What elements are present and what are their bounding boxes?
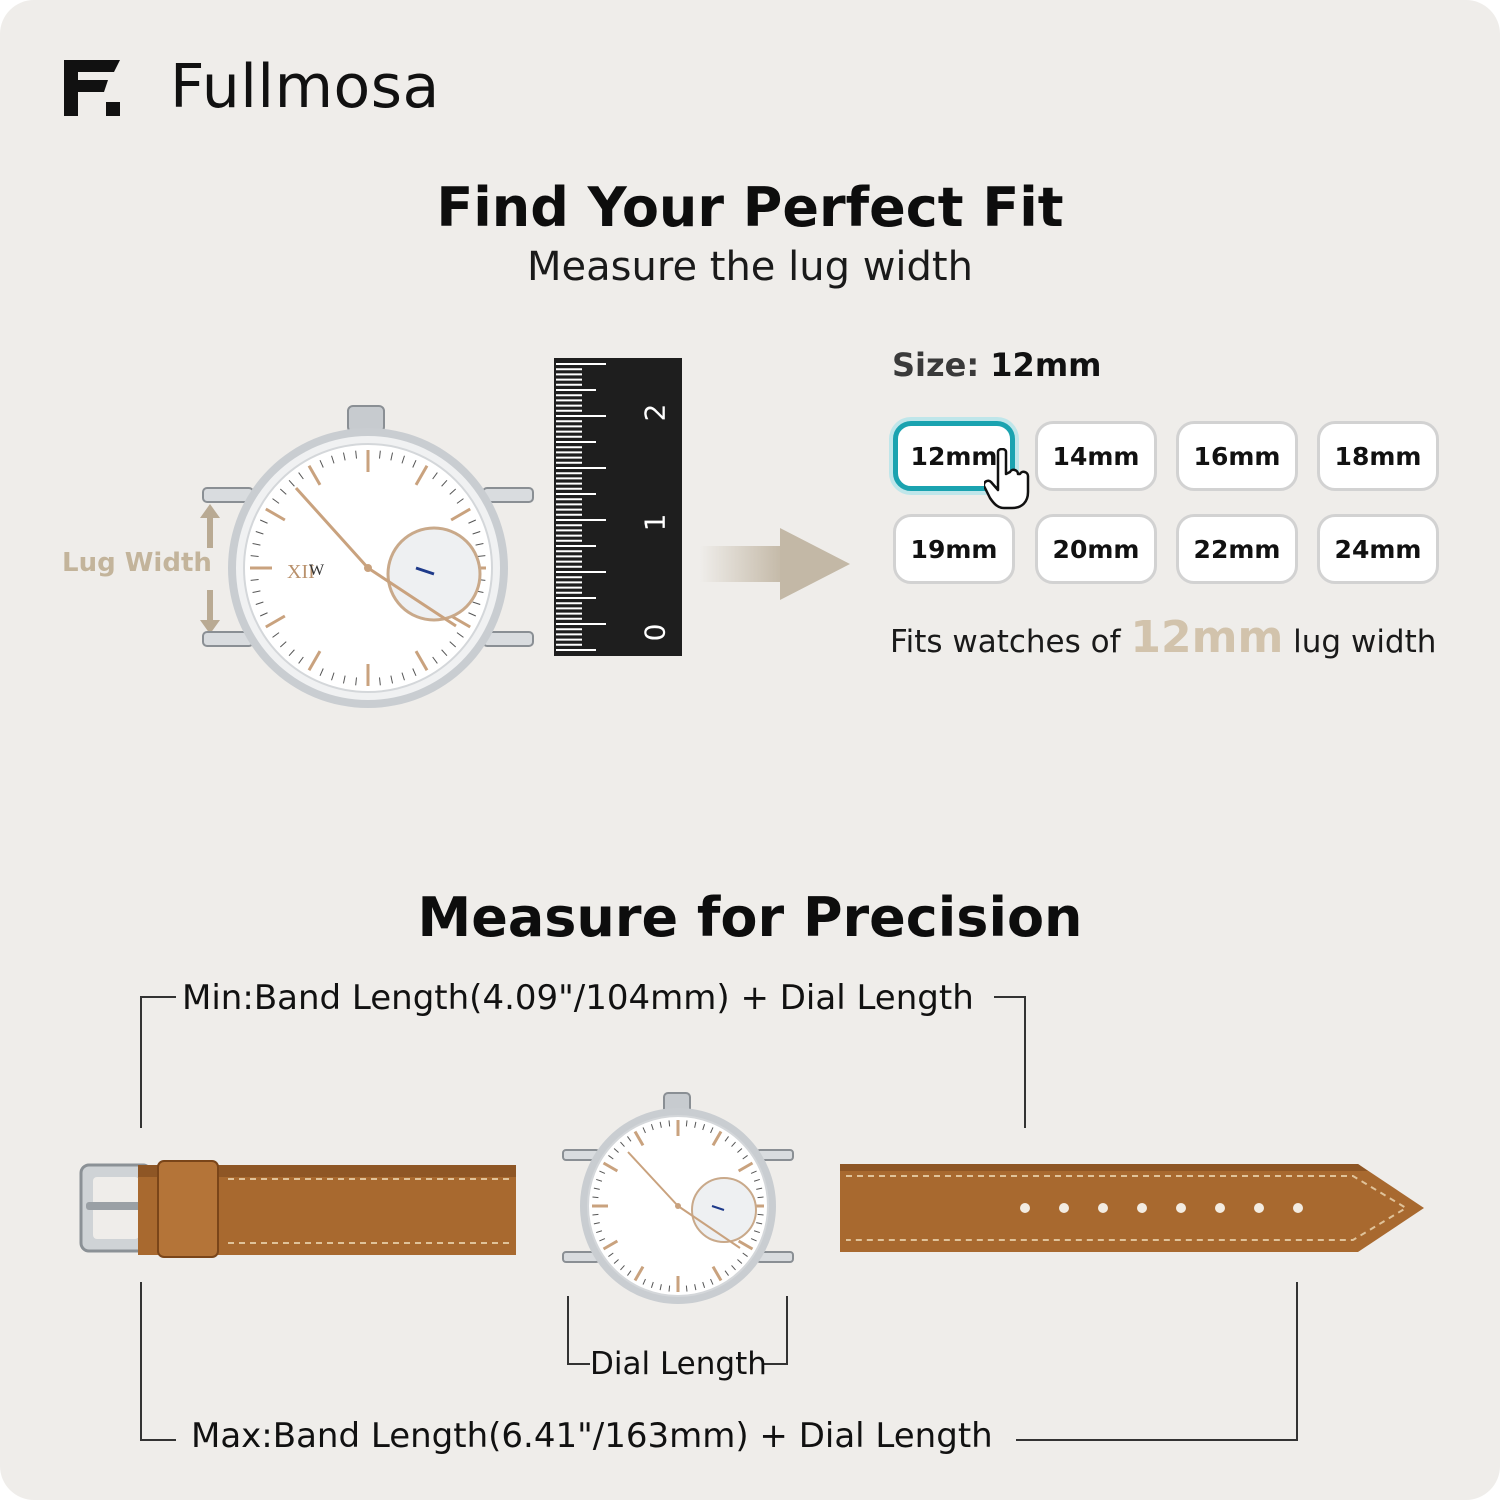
- size-option-19mm[interactable]: 19mm: [893, 514, 1015, 584]
- min-text: Band Length(4.09"/104mm) + Dial Length: [253, 978, 974, 1018]
- max-label: Max: [191, 1416, 262, 1456]
- fits-suffix: lug width: [1293, 624, 1437, 660]
- precision-title: Measure for Precision: [417, 886, 1083, 949]
- size-option-label: 18mm: [1334, 441, 1422, 471]
- svg-text:W: W: [309, 562, 325, 579]
- size-option-label: 19mm: [910, 534, 998, 564]
- ruler-image: [554, 358, 682, 656]
- fullmosa-logo: [64, 60, 120, 116]
- size-option-label: 24mm: [1334, 534, 1422, 564]
- watch-image: XII W: [202, 405, 534, 708]
- strap-buckle-side: [79, 1160, 516, 1258]
- size-option-18mm[interactable]: 18mm: [1317, 421, 1439, 491]
- fits-prefix: Fits watches of: [890, 624, 1121, 660]
- dial-length-label: Dial Length: [590, 1346, 767, 1382]
- size-option-16mm[interactable]: 16mm: [1176, 421, 1298, 491]
- fits-value: 12mm: [1130, 612, 1284, 663]
- brand-name: Fullmosa: [170, 52, 440, 122]
- size-option-label: 14mm: [1052, 441, 1140, 471]
- size-option-label: 16mm: [1193, 441, 1281, 471]
- fit-subtitle: Measure the lug width: [527, 244, 973, 290]
- watch-small-image: [562, 1092, 794, 1304]
- fits-statement: Fits watches of 12mm lug width: [890, 612, 1436, 663]
- size-option-label: 20mm: [1052, 534, 1140, 564]
- lug-width-label: Lug Width: [62, 548, 212, 578]
- max-text: Band Length(6.41"/163mm) + Dial Length: [272, 1416, 993, 1456]
- hand-pointer-icon: [984, 448, 1030, 510]
- size-option-label: 22mm: [1193, 534, 1281, 564]
- max-measurement: Max:Band Length(6.41"/163mm) + Dial Leng…: [191, 1416, 993, 1456]
- size-selection: Size: 12mm: [892, 346, 1102, 384]
- size-option-24mm[interactable]: 24mm: [1317, 514, 1439, 584]
- size-option-label: 12mm: [910, 441, 998, 471]
- lug-width-arrows: [200, 504, 220, 634]
- size-option-20mm[interactable]: 20mm: [1035, 514, 1157, 584]
- min-measurement: Min:Band Length(4.09"/104mm) + Dial Leng…: [182, 978, 974, 1018]
- min-label: Min: [182, 978, 243, 1018]
- roman-numeral: XII: [287, 561, 315, 583]
- size-option-14mm[interactable]: 14mm: [1035, 421, 1157, 491]
- fit-title: Find Your Perfect Fit: [436, 176, 1064, 239]
- strap-holes-side: [840, 1164, 1424, 1252]
- size-label: Size:: [892, 346, 980, 384]
- arrow-right-icon: [700, 528, 850, 600]
- size-value: 12mm: [990, 346, 1102, 384]
- size-option-22mm[interactable]: 22mm: [1176, 514, 1298, 584]
- size-option-12mm[interactable]: 12mm: [893, 421, 1015, 491]
